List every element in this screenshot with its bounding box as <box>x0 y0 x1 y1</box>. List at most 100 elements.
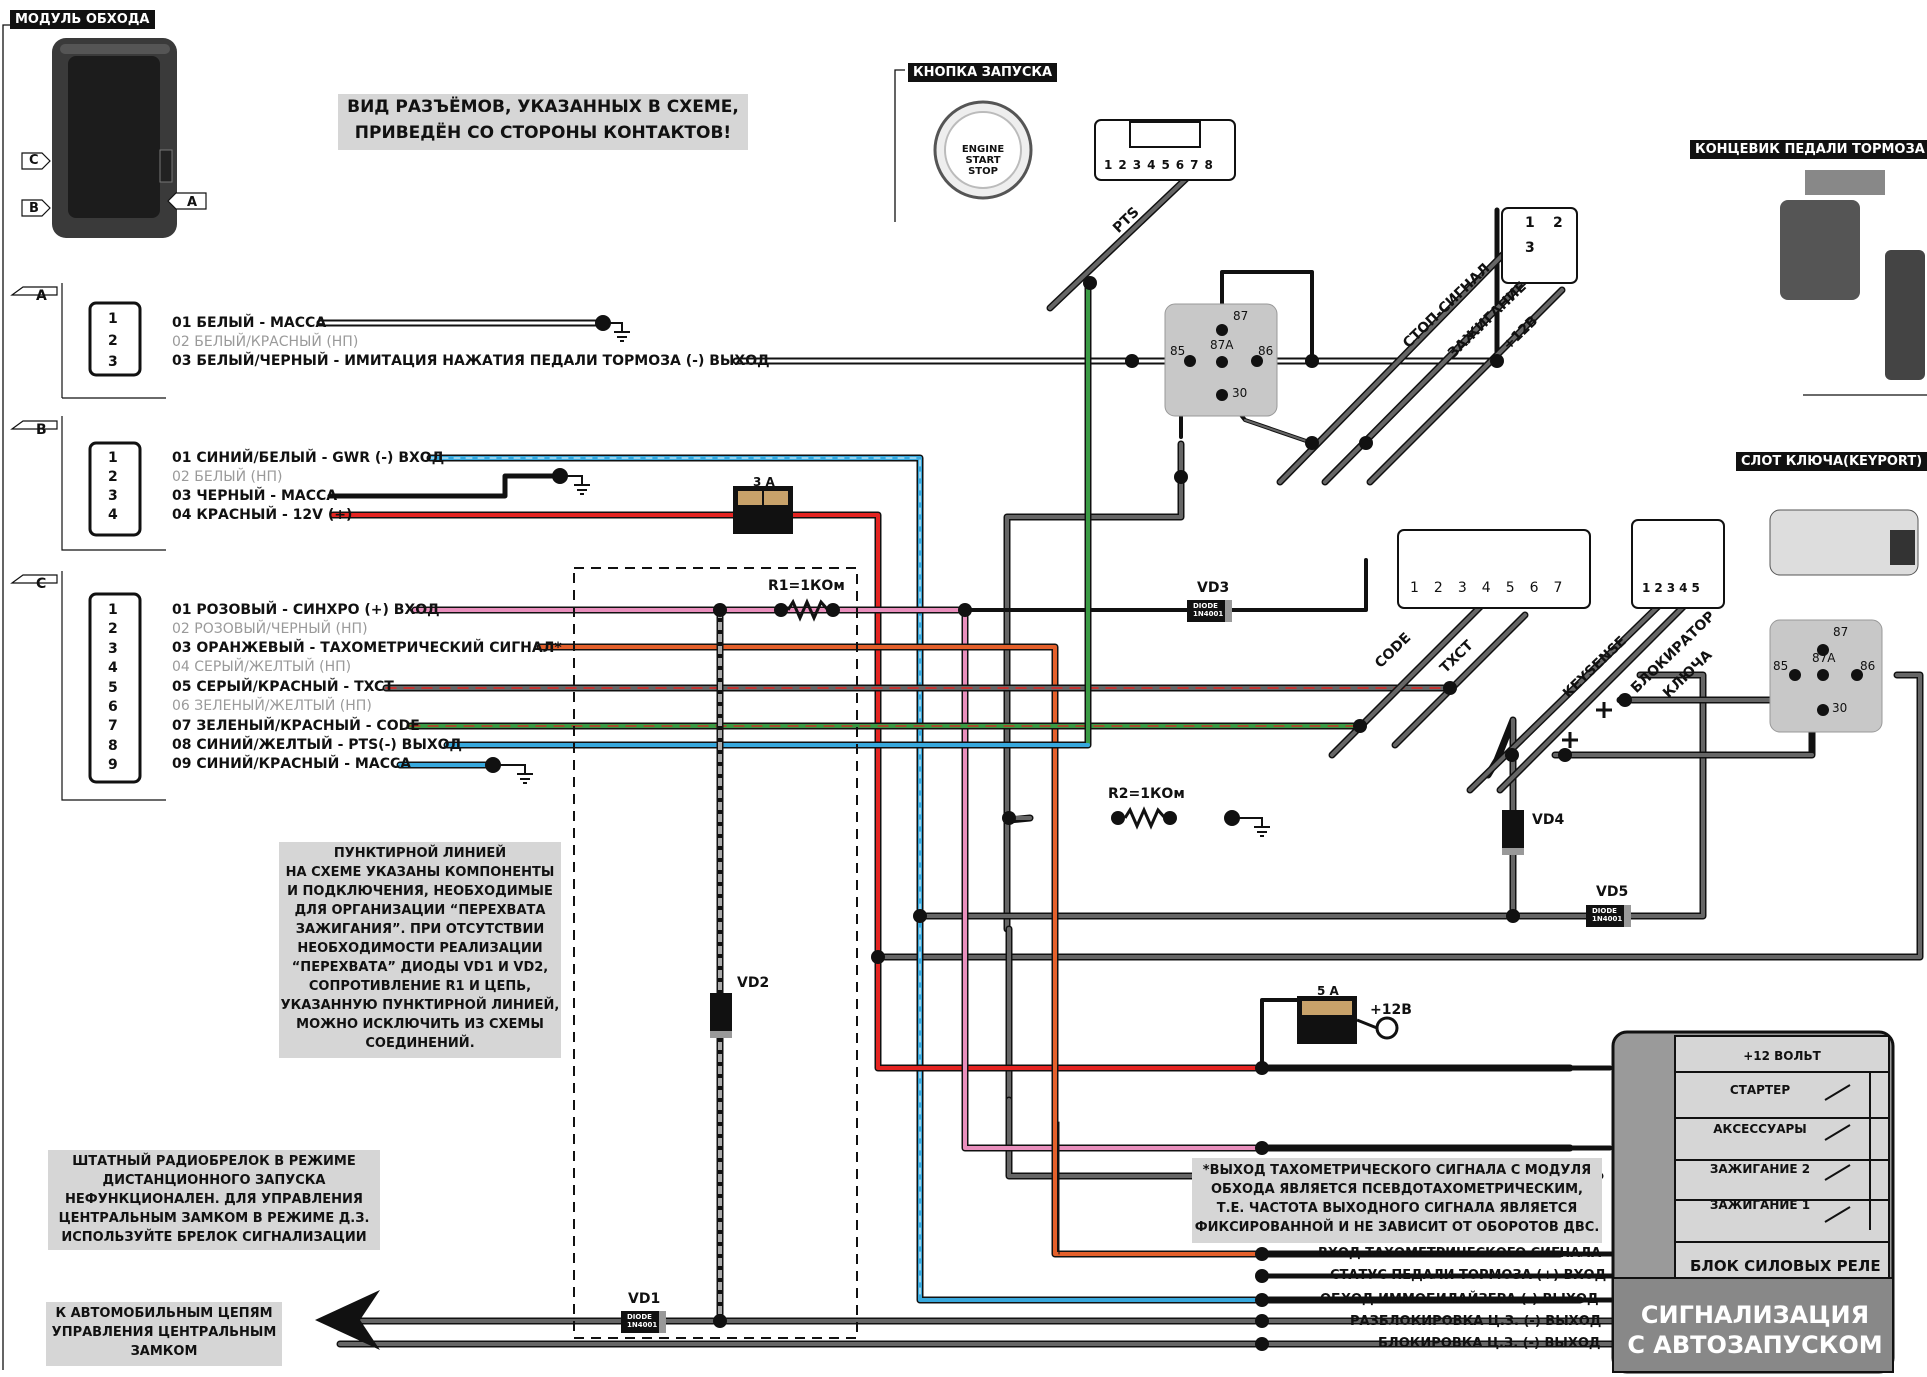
conn-c-pin: 5 <box>108 680 118 696</box>
note-line: НА СХЕМЕ УКАЗАНЫ КОМПОНЕНТЫ <box>285 865 555 880</box>
relay2-87: 87 <box>1833 625 1849 639</box>
vd5-label: VD5 <box>1596 884 1629 900</box>
note-dashed: ПУНКТИРНОЙ ЛИНИЕЙ НА СХЕМЕ УКАЗАНЫ КОМПО… <box>279 842 561 1058</box>
note-line: И ПОДКЛЮЧЕНИЯ, НЕОБХОДИМЫЕ <box>287 884 553 899</box>
module-title: МОДУЛЬ ОБХОДА <box>10 10 155 29</box>
alarm-input-lock: БЛОКИРОВКА Ц.З. (-) ВЫХОД <box>1378 1336 1601 1351</box>
keyport-pin: 2 <box>1433 580 1458 596</box>
keyport-pin: 6 <box>1529 580 1554 596</box>
diode-vd5 <box>1586 905 1631 927</box>
conn-c-pin: 7 <box>108 718 118 734</box>
relay1-87: 87 <box>1233 309 1249 323</box>
note-lock: К АВТОМОБИЛЬНЫМ ЦЕПЯМ УПРАВЛЕНИЯ ЦЕНТРАЛ… <box>46 1302 282 1366</box>
module-label-c: C <box>29 153 39 168</box>
relay2-87a: 87A <box>1812 651 1836 665</box>
keyport-pin: 1 <box>1410 580 1434 596</box>
vd3-label: VD3 <box>1197 580 1230 596</box>
cut-icons <box>1562 702 1612 748</box>
fuse-3a-label: 3 A <box>753 475 775 489</box>
keyport-pin: 1 <box>1642 581 1655 595</box>
brake-pin: 2 <box>1553 215 1563 231</box>
start-connector-pins: 12345678 <box>1104 157 1219 173</box>
start-pin: 8 <box>1204 158 1219 172</box>
relay2-86: 86 <box>1860 659 1876 673</box>
keyport-pin: 2 <box>1654 581 1667 595</box>
vd4-label: VD4 <box>1532 812 1565 828</box>
ground-symbols <box>485 315 1270 837</box>
start-pin: 5 <box>1161 158 1176 172</box>
conn-b-pin: 3 <box>108 488 118 504</box>
conn-c-pin: 4 <box>108 660 118 676</box>
note-line: ШТАТНЫЙ РАДИОБРЕЛОК В РЕЖИМЕ <box>72 1154 356 1169</box>
diode-marking-line: 1N4001 <box>627 1321 658 1329</box>
diode-marking-line: DIODE <box>1193 602 1218 610</box>
note-warning: ШТАТНЫЙ РАДИОБРЕЛОК В РЕЖИМЕ ДИСТАНЦИОНН… <box>48 1150 380 1250</box>
keyport-conn1-pins: 1234567 <box>1410 580 1577 596</box>
alarm-relay-block: БЛОК СИЛОВЫХ РЕЛЕ <box>1690 1257 1881 1275</box>
keyport-connector-1 <box>1397 529 1591 609</box>
diode-marking-line: DIODE <box>627 1313 652 1321</box>
keyport-pin: 5 <box>1505 580 1530 596</box>
alarm-input-immo: ОБХОД ИММОБИЛАЙЗЕРА (-) ВЫХОД <box>1320 1292 1599 1307</box>
interception-dashed-box <box>573 567 858 1339</box>
keyport-pin: 3 <box>1457 580 1482 596</box>
note-line: ПУНКТИРНОЙ ЛИНИЕЙ <box>333 846 507 861</box>
keyport-pin: 5 <box>1691 581 1704 595</box>
relay1-30: 30 <box>1232 386 1248 400</box>
resistor-r2 <box>1111 806 1177 830</box>
conn-a-pin: 3 <box>108 354 118 370</box>
alarm-input-unlock: РАЗБЛОКИРОВКА Ц.З. (-) ВЫХОД <box>1350 1314 1602 1329</box>
diode-vd4 <box>1502 810 1524 855</box>
keyport-connector-2 <box>1631 519 1725 609</box>
note-line: СОЕДИНЕНИЙ. <box>365 1036 475 1051</box>
brake-pin: 1 <box>1525 215 1535 231</box>
conn-c-wire: 08 СИНИЙ/ЖЕЛТЫЙ - PTS(-) ВЫХОД <box>172 737 462 753</box>
start-button-tag: КНОПКА ЗАПУСКА <box>908 63 1058 82</box>
note-view-line: ПРИВЕДЁН СО СТОРОНЫ КОНТАКТОВ! <box>354 123 732 143</box>
diode-marking-line: 1N4001 <box>1193 610 1224 618</box>
alarm-relay-acc: АКСЕССУАРЫ <box>1713 1122 1807 1136</box>
start-pin: 6 <box>1175 158 1191 172</box>
brake-pedal-image <box>1780 156 1927 396</box>
note-line: ДИСТАНЦИОННОГО ЗАПУСКА <box>102 1173 326 1188</box>
start-pin: 4 <box>1147 158 1162 172</box>
vd2-label: VD2 <box>737 975 770 991</box>
note-line: УКАЗАННУЮ ПУНКТИРНОЙ ЛИНИЕЙ, <box>280 998 560 1013</box>
resistor-r1 <box>774 598 840 622</box>
conn-c-pin: 1 <box>108 602 118 618</box>
note-line: УПРАВЛЕНИЯ ЦЕНТРАЛЬНЫМ <box>51 1325 277 1340</box>
alarm-relay-12v: +12 ВОЛЬТ <box>1743 1049 1821 1063</box>
conn-c-pin: 9 <box>108 757 118 773</box>
keyport-image <box>1769 469 1927 576</box>
start-connector <box>1094 119 1236 181</box>
diode-vd1 <box>621 1311 666 1333</box>
conn-c-pin: 8 <box>108 738 118 754</box>
alarm-relay-ign2: ЗАЖИГАНИЕ 2 <box>1709 1162 1811 1176</box>
alarm-title: СИГНАЛИЗАЦИЯ С АВТОЗАПУСКОМ <box>1625 1300 1885 1360</box>
alarm-input-brake: СТАТУС ПЕДАЛИ ТОРМОЗА (+) ВХОД <box>1330 1268 1607 1283</box>
module-frame <box>2 24 10 1370</box>
relay1-87a: 87A <box>1210 338 1234 352</box>
conn-c-wire: 06 ЗЕЛЕНЫЙ/ЖЕЛТЫЙ (НП) <box>172 698 372 714</box>
keyport-pin: 3 <box>1666 581 1680 595</box>
note-line: ДЛЯ ОРГАНИЗАЦИИ “ПЕРЕХВАТА <box>294 903 546 918</box>
conn-a-wire: 01 БЕЛЫЙ - МАССА <box>172 315 327 331</box>
start-button-image <box>894 69 1033 222</box>
keyport-pin: 7 <box>1553 580 1578 596</box>
module-label-a: A <box>187 195 198 210</box>
conn-c-pin: 2 <box>108 621 118 637</box>
alarm-relay-ign1: ЗАЖИГАНИЕ 1 <box>1709 1198 1811 1212</box>
note-line: ЗАЖИГАНИЯ”. ПРИ ОТСУТСТВИИ <box>295 922 545 937</box>
note-line: МОЖНО ИСКЛЮЧИТЬ ИЗ СХЕМЫ <box>296 1017 544 1032</box>
start-button-text: ENGINE START STOP <box>955 144 1011 177</box>
note-line: ЗАМКОМ <box>130 1344 198 1359</box>
relay-1 <box>1164 303 1278 417</box>
start-button-text-line: START <box>965 155 1001 166</box>
start-pin: 2 <box>1118 158 1133 172</box>
note-line: СОПРОТИВЛЕНИЕ R1 И ЦЕПЬ, <box>308 979 532 994</box>
fuse-3a <box>733 486 793 534</box>
start-button-text-line: ENGINE <box>961 144 1005 155</box>
